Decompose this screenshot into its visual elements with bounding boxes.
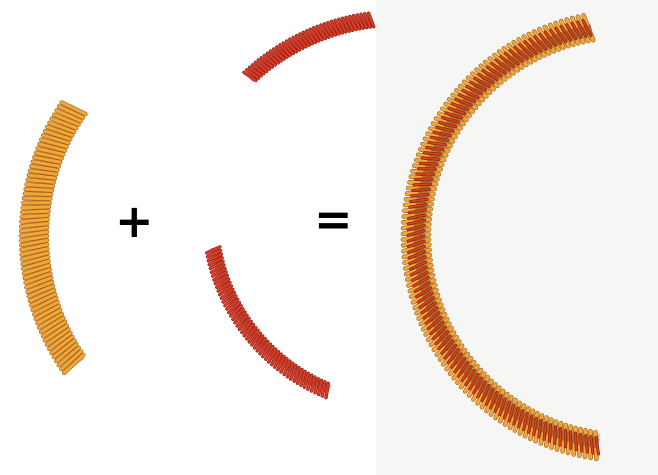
large-orange-spring-arc-coil — [26, 189, 52, 190]
large-orange-spring-arc-coil — [25, 194, 51, 195]
combined-red-spring-arc-coil — [420, 163, 437, 164]
plus-sign: + — [115, 198, 154, 244]
large-orange-spring-arc-coil — [22, 215, 48, 217]
small-red-spring-arc-top — [244, 13, 374, 80]
combined-red-spring-arc-coil — [581, 434, 582, 451]
combined-orange-spring-arc-core — [420, 31, 599, 442]
large-orange-spring-arc — [21, 103, 85, 373]
combined-red-spring-arc-coil — [555, 427, 556, 444]
large-orange-spring-arc-coil — [23, 207, 49, 208]
combined-red-spring-arc-core — [418, 30, 598, 444]
large-orange-spring-arc-coil — [27, 184, 53, 186]
combined-orange-spring-arc — [403, 15, 599, 458]
equals-sign: = — [314, 196, 353, 242]
small-red-spring-arc-bottom — [207, 247, 330, 398]
large-orange-spring-arc-coil — [21, 219, 47, 221]
large-orange-spring-arc-coil — [22, 211, 48, 212]
combined-red-spring-arc-coil — [576, 433, 577, 450]
combined-red-spring-arc-coil — [414, 184, 431, 185]
